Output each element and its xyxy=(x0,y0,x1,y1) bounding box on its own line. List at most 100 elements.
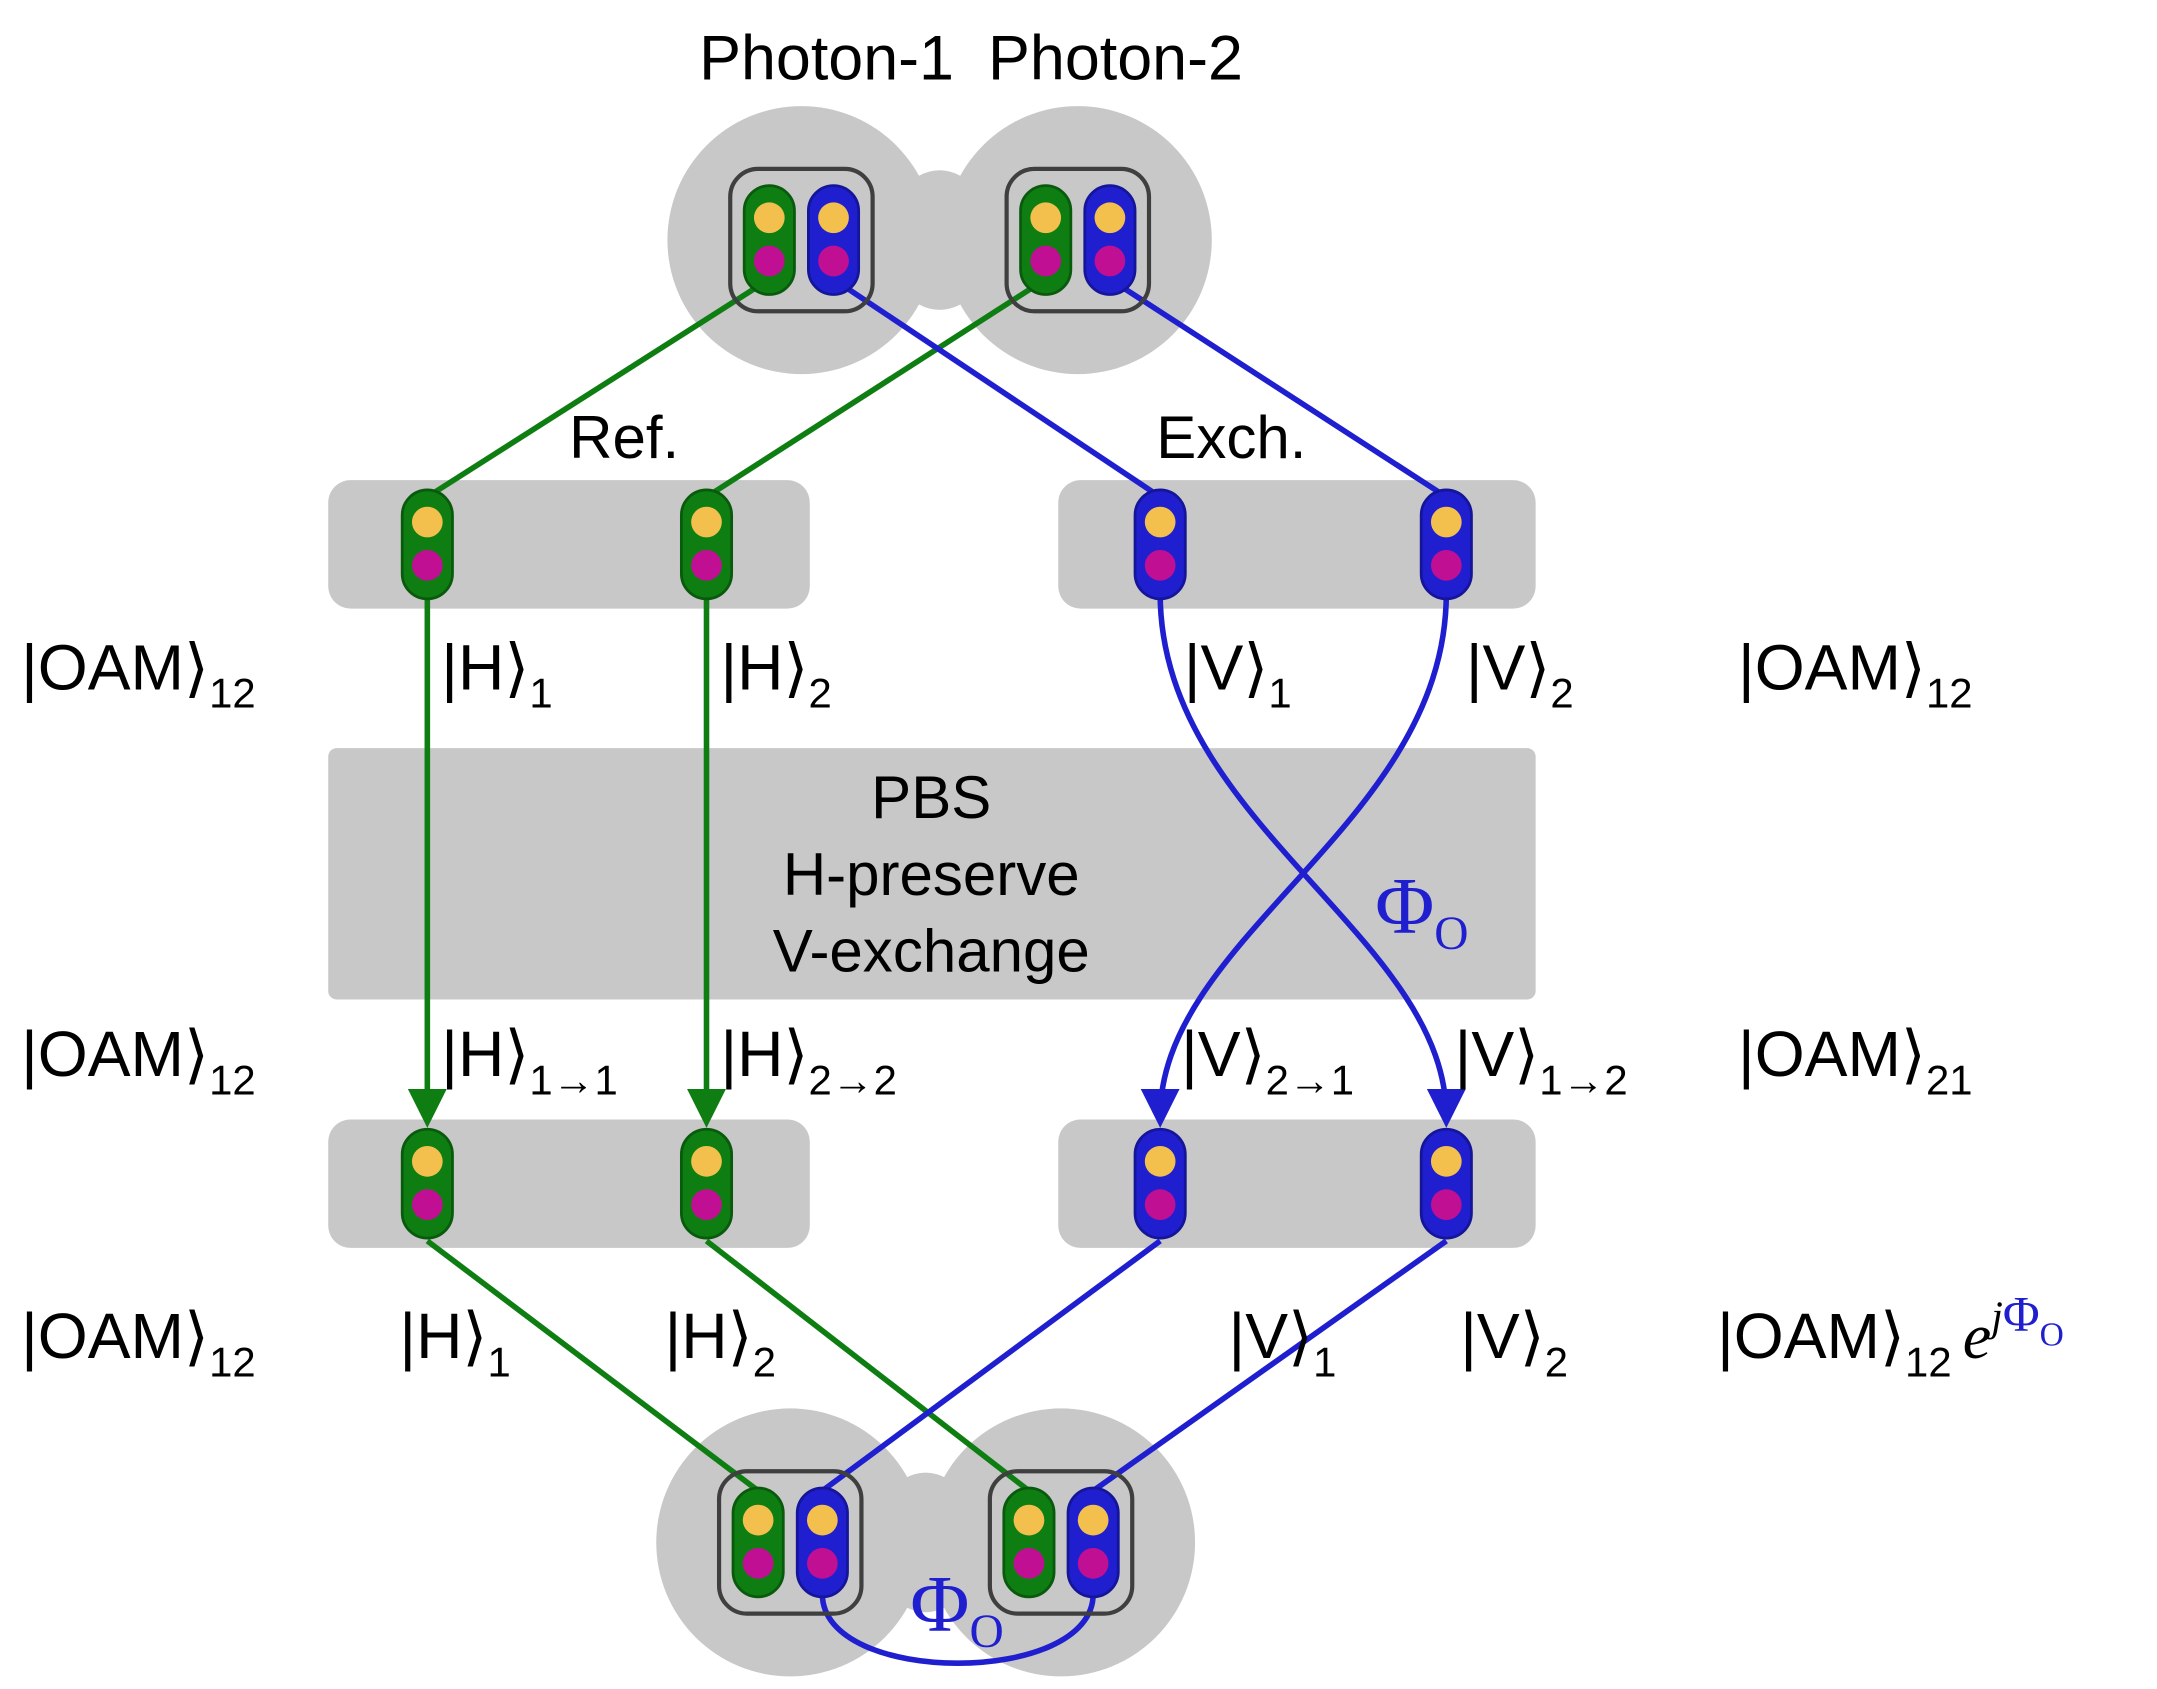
photon1-input-frame xyxy=(728,166,875,314)
pbs-label-v-rule: V-exchange xyxy=(773,918,1090,985)
state-top-h1: |H⟩1 xyxy=(441,632,552,717)
ket-main: |V⟩ xyxy=(1460,1300,1545,1372)
state-mid-oam-left: |OAM⟩12 xyxy=(21,1018,256,1103)
state-bottom-v1: |V⟩1 xyxy=(1229,1300,1337,1385)
state-top-oam-right: |OAM⟩12 xyxy=(1738,632,1973,717)
photon1-output-blob xyxy=(656,1408,925,1677)
ket-main: |H⟩ xyxy=(441,632,529,704)
ket-sub: 12 xyxy=(209,1056,256,1103)
ket-main: |H⟩ xyxy=(720,632,808,704)
v-path-pbs-2to1 xyxy=(1140,593,1450,1128)
photon1-input-v-capsule xyxy=(807,184,861,296)
v-phase-arc xyxy=(819,1593,1096,1666)
photon1-input-h-capsule xyxy=(742,184,796,296)
out-h2-capsule xyxy=(679,1127,734,1240)
ket-sub: 1 xyxy=(487,1338,510,1385)
ket-sub: 21 xyxy=(1926,1056,1973,1103)
ket-main: |OAM⟩ xyxy=(21,632,209,704)
exponent-phi-sub: O xyxy=(2040,1317,2064,1354)
photon-pair-output-blob xyxy=(656,1408,1196,1677)
ket-main: |V⟩ xyxy=(1455,1018,1540,1090)
ket-main: |H⟩ xyxy=(399,1300,487,1372)
h-path-photon1-ref xyxy=(425,276,771,500)
exponent-phi: Φ xyxy=(2003,1285,2040,1341)
ket-main: |OAM⟩ xyxy=(21,1018,209,1090)
ket-main: |V⟩ xyxy=(1184,632,1269,704)
photon2-input-v-capsule xyxy=(1083,184,1137,296)
v-path-out-photon2 xyxy=(1091,1238,1448,1494)
state-bottom-v2: |V⟩2 xyxy=(1460,1300,1568,1385)
photon1-title: Photon-1 xyxy=(699,24,954,94)
pbs-label-name: PBS xyxy=(871,764,991,831)
ket-sub: 2→2 xyxy=(809,1056,897,1103)
state-bottom-h2: |H⟩2 xyxy=(665,1300,776,1385)
ket-main: |OAM⟩ xyxy=(21,1300,209,1372)
state-bottom-h1: |H⟩1 xyxy=(399,1300,510,1385)
euler-e: e xyxy=(1963,1301,1991,1372)
exch-label: Exch. xyxy=(1156,404,1306,471)
photon2-output-frame xyxy=(987,1469,1135,1616)
ket-sub: 2 xyxy=(753,1338,776,1385)
ket-main: |OAM⟩ xyxy=(1717,1300,1905,1372)
exponent-j: j xyxy=(1986,1294,2003,1340)
photon1-output-h-capsule xyxy=(731,1486,785,1599)
pbs-panel xyxy=(328,748,1536,1000)
photon2-output-h-capsule xyxy=(1002,1486,1056,1599)
photon2-title: Photon-2 xyxy=(988,24,1243,94)
photon2-output-v-capsule xyxy=(1066,1486,1120,1599)
state-mid-oam-right: |OAM⟩21 xyxy=(1738,1018,1973,1103)
ket-sub: 1 xyxy=(529,670,552,717)
ket-sub: 2 xyxy=(1550,670,1573,717)
ket-sub: 1→1 xyxy=(529,1056,617,1103)
pbs-label-h-rule: H-preserve xyxy=(783,841,1080,908)
ket-sub: 12 xyxy=(209,670,256,717)
exch-v1-capsule xyxy=(1133,488,1187,601)
state-top-v1: |V⟩1 xyxy=(1184,632,1292,717)
state-mid-v12: |V⟩1→2 xyxy=(1455,1018,1628,1103)
state-mid-v21: |V⟩2→1 xyxy=(1181,1018,1354,1103)
ket-sub: 1 xyxy=(1268,670,1291,717)
ket-main: |V⟩ xyxy=(1229,1300,1314,1372)
photon1-input-blob xyxy=(667,106,936,375)
ref-h2-capsule xyxy=(679,488,734,601)
v-path-photon2-exch xyxy=(1108,276,1448,500)
photon2-input-frame xyxy=(1004,166,1152,314)
photon-pair-input-blob xyxy=(667,106,1212,375)
h-path-photon2-ref xyxy=(704,276,1048,500)
v-path-out-photon1 xyxy=(820,1238,1162,1494)
photon2-input-blob xyxy=(943,106,1212,375)
ket-main: |H⟩ xyxy=(720,1018,808,1090)
phi-symbol: Φ xyxy=(910,1558,969,1648)
photon2-output-blob xyxy=(927,1408,1196,1677)
ket-main: |H⟩ xyxy=(441,1018,529,1090)
state-top-v2: |V⟩2 xyxy=(1466,632,1574,717)
v-path-photon1-exch xyxy=(831,276,1162,500)
out-v2-capsule xyxy=(1419,1127,1473,1240)
phi-pbs-label: ΦO xyxy=(1375,860,1468,960)
phi-output-label: ΦO xyxy=(910,1558,1003,1658)
output-panel-h xyxy=(328,1119,810,1248)
ket-main: |H⟩ xyxy=(665,1300,753,1372)
ref-label: Ref. xyxy=(569,404,679,471)
photon1-output-frame xyxy=(716,1469,864,1616)
h-path-out-photon1 xyxy=(425,1238,760,1494)
ket-sub: 1→2 xyxy=(1539,1056,1627,1103)
state-mid-h11: |H⟩1→1 xyxy=(441,1018,618,1103)
ket-sub: 2→1 xyxy=(1266,1056,1354,1103)
ket-sub: 2 xyxy=(1545,1338,1568,1385)
state-top-h2: |H⟩2 xyxy=(720,632,831,717)
h-path-out-photon2 xyxy=(704,1238,1031,1493)
ket-main: |V⟩ xyxy=(1181,1018,1266,1090)
out-h1-capsule xyxy=(400,1127,454,1240)
exch-v2-capsule xyxy=(1419,488,1473,601)
output-blob-neck xyxy=(872,1472,979,1613)
state-mid-h22: |H⟩2→2 xyxy=(720,1018,897,1103)
phi-subscript: O xyxy=(1434,908,1468,960)
ref-h1-capsule xyxy=(400,488,454,601)
ket-main: |OAM⟩ xyxy=(1738,1018,1926,1090)
input-blob-neck xyxy=(886,170,993,310)
ket-sub: 12 xyxy=(1905,1338,1952,1385)
